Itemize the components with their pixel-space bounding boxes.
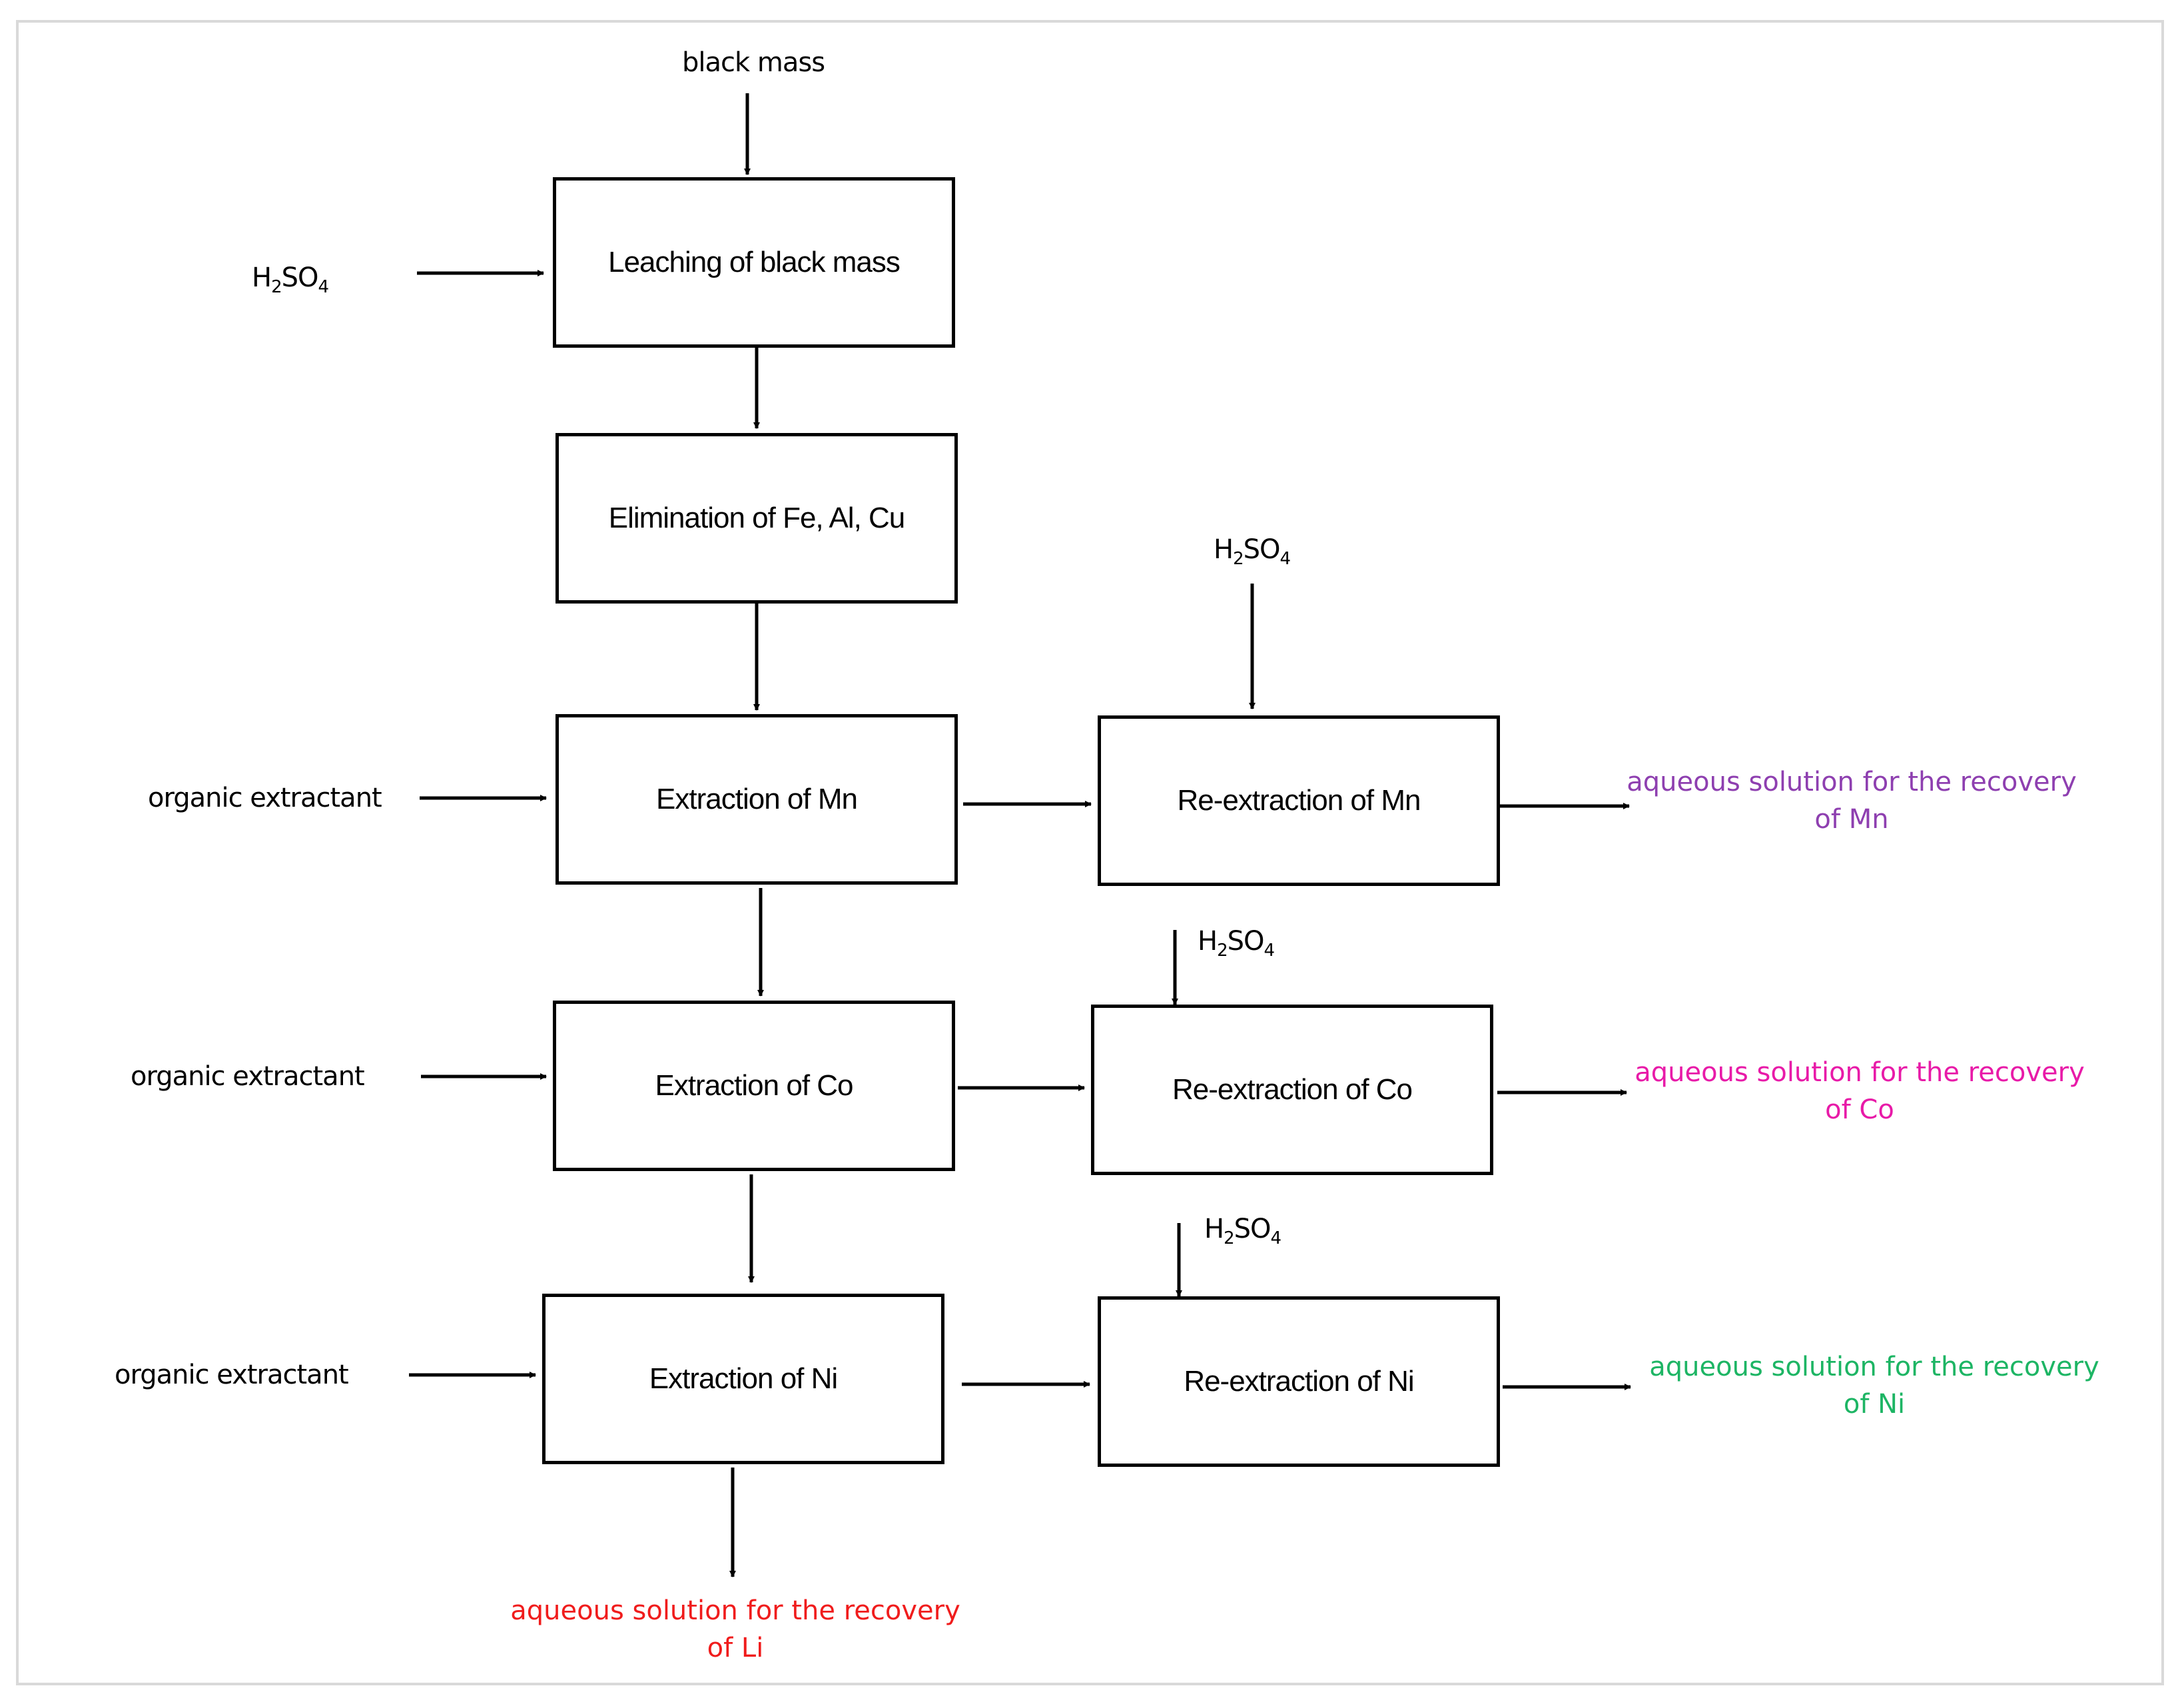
output-ni-line2: of Ni: [1843, 1389, 1906, 1420]
extraction-ni-box: Extraction of Ni: [542, 1294, 944, 1464]
diagram-frame: [16, 20, 2164, 1685]
output-li-line1: aqueous solution for the recovery: [510, 1595, 960, 1626]
organic-extractant-label-mn: organic extractant: [148, 783, 382, 813]
organic-extractant-label-co: organic extractant: [131, 1061, 365, 1092]
output-li: aqueous solution for the recovery of Li: [509, 1592, 962, 1667]
elimination-box: Elimination of Fe, Al, Cu: [555, 433, 958, 604]
output-co: aqueous solution for the recovery of Co: [1633, 1054, 2086, 1128]
extraction-mn-box: Extraction of Mn: [555, 714, 958, 885]
output-ni-line1: aqueous solution for the recovery: [1649, 1352, 2099, 1382]
black-mass-label: black mass: [682, 47, 825, 78]
organic-extractant-label-ni: organic extractant: [115, 1360, 349, 1390]
reextraction-ni-box: Re-extraction of Ni: [1098, 1296, 1500, 1467]
leaching-box: Leaching of black mass: [553, 177, 955, 348]
output-li-line2: of Li: [707, 1633, 764, 1663]
h2so4-label-leaching: H2SO4: [252, 262, 329, 297]
reextraction-co-box: Re-extraction of Co: [1091, 1005, 1493, 1175]
output-ni: aqueous solution for the recovery of Ni: [1648, 1348, 2101, 1423]
output-mn-line2: of Mn: [1814, 804, 1889, 835]
h2so4-label-reextract-ni: H2SO4: [1204, 1214, 1281, 1248]
h2so4-label-reextract-mn: H2SO4: [1214, 534, 1291, 569]
output-mn-line1: aqueous solution for the recovery: [1627, 767, 2077, 797]
extraction-co-box: Extraction of Co: [553, 1001, 955, 1171]
reextraction-mn-box: Re-extraction of Mn: [1098, 715, 1500, 886]
output-co-line2: of Co: [1825, 1094, 1894, 1125]
h2so4-label-reextract-co: H2SO4: [1198, 926, 1275, 961]
output-co-line1: aqueous solution for the recovery: [1635, 1057, 2085, 1088]
output-mn: aqueous solution for the recovery of Mn: [1625, 763, 2078, 838]
